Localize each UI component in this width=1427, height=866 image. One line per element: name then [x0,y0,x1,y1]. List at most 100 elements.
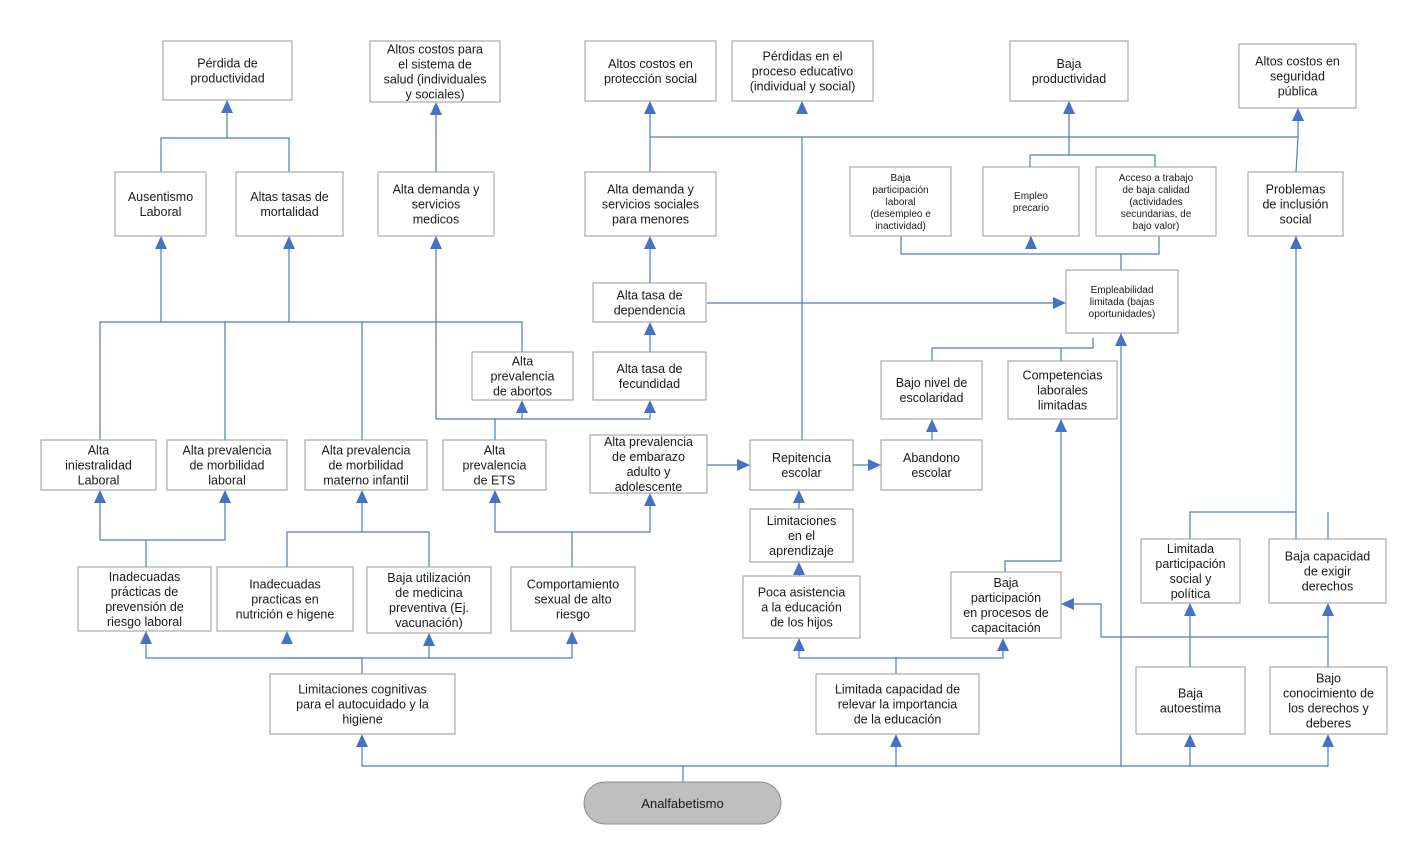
arrowhead-up [1184,734,1196,747]
node-label-line: productividad [1032,72,1106,86]
node-label-line: mortalidad [260,205,318,219]
node-label-line: social [1280,212,1312,226]
node-label-line: Alta tasa de [616,288,682,302]
node-label-line: Empleabilidad [1091,285,1154,296]
node-label-line: (actividades [1129,197,1182,208]
node-label-line: Baja [1056,57,1081,71]
node-label-line: Altos costos para [387,42,483,56]
connector-line [900,236,1160,255]
node-box [114,171,207,237]
node-label-line: servicios [412,197,461,211]
arrowhead-up [1063,101,1075,114]
node-label-line: participación [872,185,928,196]
connector-line [1295,136,1299,173]
arrowhead-up [926,419,938,432]
node-box [584,40,717,102]
node-label-line: preventiva (Ej. [389,601,469,615]
node-box [982,166,1080,237]
node-box [1009,40,1129,102]
node-box [731,40,874,102]
connector-line [494,496,573,567]
node-label-line: Altas tasas de [250,190,329,204]
node-box [880,439,983,491]
node-label-line: prevensión de [105,600,184,614]
node-label-line: fecundidad [619,377,680,391]
node-box [592,282,707,323]
node-label-line: el sistema de [398,57,472,71]
arrowhead-up [793,638,805,651]
connector-line [160,137,290,172]
node-box [849,166,952,237]
node-label-line: adolescente [615,480,682,494]
connector-line [1189,511,1297,539]
node-label-line: laboral [208,473,246,487]
node-label-line: precario [1013,203,1050,214]
connector-line [1004,425,1062,572]
node-box [749,439,854,491]
node-label-line: Limitaciones [767,514,836,528]
node-label-line: Baja utilización [387,571,470,585]
node-box [749,508,854,563]
node-label-line: Ausentismo [128,190,193,204]
arrowhead-right [868,459,881,471]
node-label-line: Limitada [1167,542,1214,556]
node-label-line: política [1171,587,1211,601]
node-label-line: limitadas [1038,398,1087,412]
connector-line [435,242,495,420]
node-label-line: (individual y social) [750,79,856,93]
node-label-line: Comportamiento [527,577,619,591]
node-box [592,351,707,401]
node-label-line: secundarias, de [1121,209,1192,220]
arrowhead-up [644,236,656,249]
node-box [216,566,354,632]
connector-line [99,321,523,440]
node-label-line: Laboral [140,205,182,219]
node-label-line: Inadecuadas [109,570,181,584]
node-label-line: y sociales) [405,87,464,101]
node-label-line: social y [1170,572,1212,586]
node-label-line: en procesos de [963,606,1049,620]
node-label-line: para menores [612,212,689,226]
node-label-line: de baja calidad [1122,185,1189,196]
arrowhead-left [1061,598,1074,610]
node-box [40,439,157,491]
arrowhead-up [489,490,501,503]
arrowhead-up [997,638,1009,651]
node-label-line: deberes [1306,716,1351,730]
node-box [1268,538,1387,604]
arrowheads [94,100,1334,747]
arrowhead-up [1025,236,1037,249]
node-label-line: materno infantil [323,473,408,487]
node-box [269,673,456,735]
connector-line [286,531,430,567]
node-label-line: de ETS [474,473,516,487]
node-label-line: aprendizaje [769,544,834,558]
node-label-line: Bajo nivel de [896,376,968,390]
connector-line [896,644,1004,659]
arrowhead-up [430,102,442,115]
arrowhead-up [644,493,656,506]
arrowhead-up [221,100,233,113]
arrowhead-right [737,459,750,471]
node-label-line: Alta [88,443,110,457]
node-label-line: Alta prevalencia [604,435,693,449]
node-label-line: de exigir [1304,564,1351,578]
node-label-line: inactividad) [875,221,926,232]
node-label-line: Limitada capacidad de [835,682,960,696]
arrowhead-up [644,101,656,114]
node-label-line: Alta demanda y [393,182,481,196]
arrowhead-up [644,322,656,335]
